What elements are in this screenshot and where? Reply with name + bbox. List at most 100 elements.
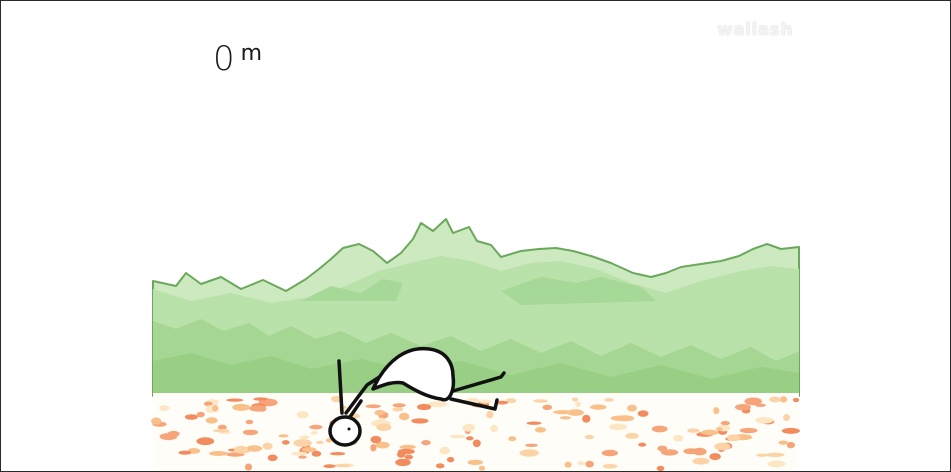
ground-speck xyxy=(683,448,699,455)
ground-speck xyxy=(739,427,758,434)
ground-speck xyxy=(404,454,413,460)
ground-speck xyxy=(151,417,162,425)
ground-speck xyxy=(486,410,494,419)
ground-speck xyxy=(365,404,382,409)
ground-speck xyxy=(559,416,571,420)
ground-speck xyxy=(604,398,614,402)
ground-speck xyxy=(602,464,618,469)
ground-speck xyxy=(638,442,647,447)
ground-speck xyxy=(783,414,790,421)
ground-speck xyxy=(196,437,215,446)
ground-speck xyxy=(792,397,800,403)
foreground-bushes xyxy=(153,319,799,393)
ground-speck xyxy=(490,424,498,433)
ground-speck xyxy=(478,465,486,471)
ground-speck xyxy=(566,409,584,416)
ground-speck xyxy=(395,458,411,467)
ground-speck xyxy=(421,440,431,446)
ground-speck xyxy=(720,421,730,426)
ground-speck xyxy=(309,424,323,430)
ground-speck xyxy=(709,453,721,461)
ground-speck xyxy=(217,424,227,430)
ground-speck xyxy=(209,451,229,456)
ground-speck xyxy=(505,398,517,404)
ground-speck xyxy=(370,435,382,444)
ground-speck xyxy=(584,435,594,440)
ground-speck xyxy=(376,423,392,431)
ground-speck xyxy=(637,410,649,417)
ground-speck xyxy=(310,431,318,435)
ground-speck xyxy=(427,401,448,408)
ground-speck xyxy=(781,427,801,434)
ground-speck xyxy=(267,454,278,462)
ground-speck xyxy=(212,405,219,412)
fallen-stick-character xyxy=(328,346,506,447)
ground-speck xyxy=(467,459,483,465)
ground-speck xyxy=(330,452,346,456)
distance-unit: m xyxy=(240,41,263,66)
ground-speck xyxy=(397,450,406,458)
ground-speck xyxy=(325,438,332,443)
ground-speck xyxy=(765,452,785,457)
ground-speck xyxy=(572,397,579,402)
ground-speck xyxy=(661,449,679,456)
ground-speck xyxy=(253,397,269,401)
ground-speck xyxy=(610,415,631,421)
ground-speck xyxy=(298,455,307,459)
ground-speck xyxy=(249,405,267,412)
ground-speck xyxy=(687,428,700,433)
ground-speck xyxy=(542,404,553,410)
ground-speck xyxy=(299,435,310,440)
ground-speck xyxy=(734,404,751,411)
distance-counter: 0 m xyxy=(213,39,262,79)
ground-speck xyxy=(756,453,769,457)
ground-speck xyxy=(213,429,230,433)
ground-speck xyxy=(714,442,731,451)
ground-speck xyxy=(435,463,445,469)
ground-speck xyxy=(178,450,192,455)
ground-speck xyxy=(744,397,762,406)
ground-speck xyxy=(534,427,547,433)
ground-speck xyxy=(296,411,309,419)
ground-speck xyxy=(651,425,668,433)
ground-speck xyxy=(715,427,723,431)
ground-speck xyxy=(278,434,289,438)
ground-speck xyxy=(301,447,317,453)
ground-speck xyxy=(701,429,719,436)
ground-speck xyxy=(282,440,290,445)
ground-speck xyxy=(232,403,251,411)
ground-speck xyxy=(727,434,741,442)
ground-speck xyxy=(625,432,639,439)
ground-speck xyxy=(755,417,774,424)
ground-speck xyxy=(526,421,542,425)
ground-speck xyxy=(525,443,538,447)
ground-speck xyxy=(417,403,432,411)
ground-speck xyxy=(713,407,720,415)
ground-speck xyxy=(203,401,213,407)
ground-speck xyxy=(508,436,517,442)
ground-speck xyxy=(244,463,253,471)
ground-speck xyxy=(462,423,476,432)
ground-speck xyxy=(226,398,244,402)
ground-speck xyxy=(692,457,710,465)
ground-speck xyxy=(769,396,781,403)
ground-speck xyxy=(334,463,351,468)
ground-speck xyxy=(479,399,491,404)
ground-speck xyxy=(575,401,581,408)
ground-speck xyxy=(311,450,322,457)
ground-speck xyxy=(786,441,796,449)
ground-speck xyxy=(375,441,390,449)
ground-speck xyxy=(553,410,573,415)
ground-speck xyxy=(778,440,788,445)
ground-speck xyxy=(159,405,170,411)
ground xyxy=(151,393,801,471)
ground-speck xyxy=(399,412,410,421)
ground-speck xyxy=(291,451,308,456)
ground-speck xyxy=(246,445,263,452)
ground-speck xyxy=(184,414,198,420)
ground-speck xyxy=(411,418,429,424)
ground-speck xyxy=(242,429,259,436)
ground-speck xyxy=(608,423,628,431)
